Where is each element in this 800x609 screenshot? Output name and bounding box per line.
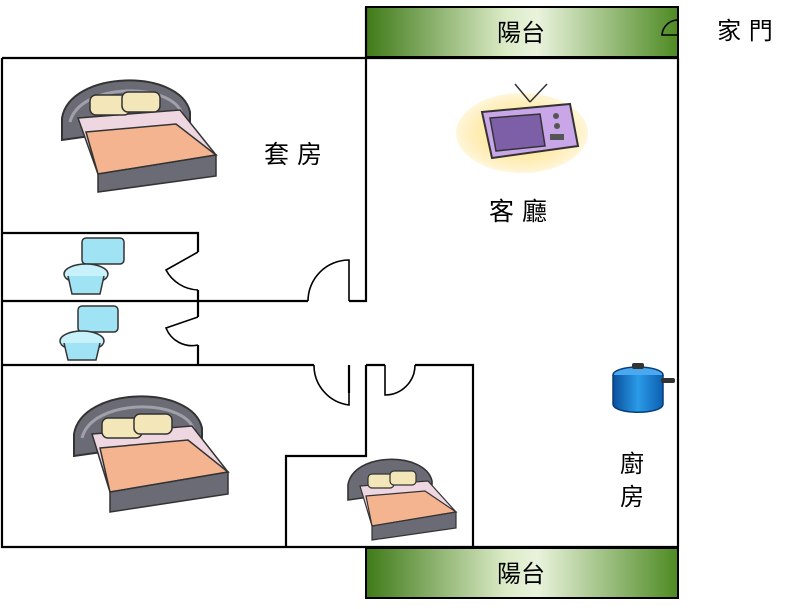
kitchen-label-line1: 廚 [620,450,644,478]
living-room-label: 客 廳 [489,197,547,226]
toilet-icon-2 [59,305,119,361]
bed-icon-small [347,458,458,541]
master-suite-label: 套 房 [264,140,322,169]
balcony-bottom [365,547,679,599]
door-swing-icon [164,19,679,406]
bed-icon-master [61,79,218,193]
toilet-icon-1 [63,237,125,295]
walls [0,7,680,549]
bed-icon-second [73,395,230,513]
balcony-bottom-label: 陽台 [497,560,545,588]
balcony-top-label: 陽台 [497,19,545,47]
front-door-label: 家 門 [717,17,773,45]
cooking-pot-icon [612,363,675,413]
balcony-top [365,6,679,58]
television-icon [456,83,588,173]
kitchen-label-line2: 房 [620,483,644,511]
